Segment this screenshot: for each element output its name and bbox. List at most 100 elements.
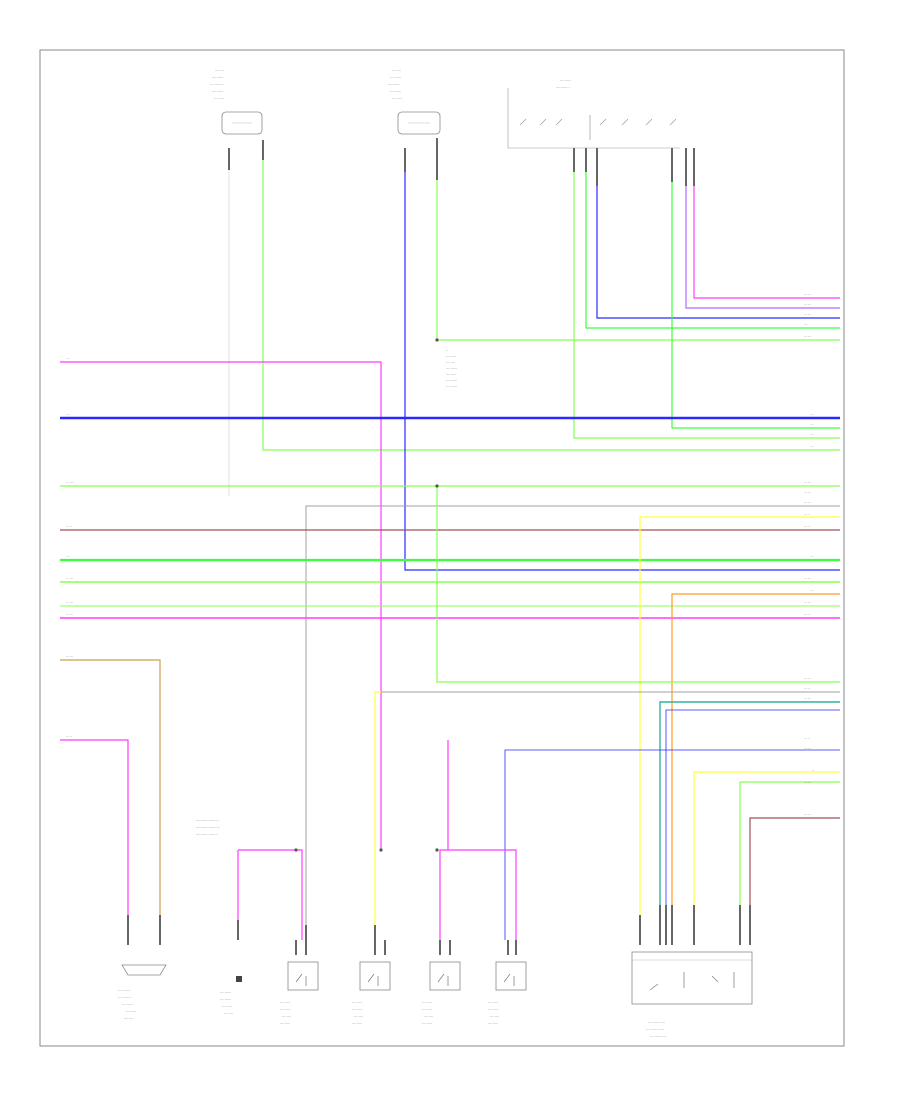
svg-text:··········: ·········· <box>560 79 571 83</box>
svg-text:·····: ····· <box>804 686 810 691</box>
svg-text:······: ······ <box>804 746 811 751</box>
relay-4: ········· ········· ········ ········· <box>488 961 527 1026</box>
svg-text:············: ············ <box>556 86 570 90</box>
svg-text:··········: ·········· <box>212 90 223 94</box>
svg-text:·····: ····· <box>804 736 810 741</box>
splice-points <box>294 338 439 852</box>
svg-text:··········: ·········· <box>122 1003 133 1007</box>
svg-text:········: ········ <box>282 1015 291 1019</box>
svg-text:···········: ··········· <box>118 989 131 993</box>
svg-text:···················: ··················· <box>196 833 218 837</box>
svg-text:·····: ····· <box>804 512 810 517</box>
svg-text:·········: ········· <box>280 1008 290 1012</box>
svg-text:······: ······ <box>804 780 811 785</box>
relay-1: ········· ········· ········ ········· <box>280 961 319 1026</box>
svg-text:·········: ········· <box>392 97 402 101</box>
svg-text:······: ······ <box>804 812 811 817</box>
svg-text:·········: ········· <box>352 1022 362 1026</box>
svg-text:·····: ····· <box>66 734 72 739</box>
svg-text:·········: ········· <box>352 1008 362 1012</box>
vertical-wires-top <box>228 160 840 571</box>
svg-text:······: ······ <box>66 600 73 605</box>
svg-text:················: ················ <box>646 1028 664 1032</box>
bottom-connectors <box>127 905 751 955</box>
svg-text:···············: ··············· <box>648 1021 665 1025</box>
left-wire-labels: ··· ··· ······· ····· ··· ······ ······ … <box>66 356 74 739</box>
svg-text:·········: ········· <box>488 1008 498 1012</box>
svg-text:·········: ········· <box>446 373 456 377</box>
svg-text:···: ··· <box>66 356 70 361</box>
svg-text:······: ······ <box>66 576 73 581</box>
svg-text:·········: ········· <box>222 1005 232 1009</box>
svg-text:········: ········ <box>224 1012 233 1016</box>
svg-text:··: ·· <box>446 349 448 353</box>
svg-text:···: ··· <box>810 554 814 559</box>
svg-text:··········: ·········· <box>390 90 401 94</box>
relay-note: ···················· ···················… <box>196 819 220 837</box>
svg-text:······: ······ <box>804 600 811 605</box>
svg-text:···: ··· <box>810 588 814 593</box>
svg-text:··········: ·········· <box>212 76 223 80</box>
svg-text:···········: ··········· <box>388 83 401 87</box>
svg-text:·········: ········· <box>446 355 456 359</box>
svg-text:········: ········ <box>354 1015 363 1019</box>
svg-text:·······: ······· <box>66 480 74 485</box>
svg-text:·········: ········· <box>488 1022 498 1026</box>
svg-text:············: ············ <box>210 83 224 87</box>
svg-text:······: ······ <box>66 654 73 659</box>
svg-text:······: ······ <box>804 302 811 307</box>
svg-text:········: ········ <box>490 1015 499 1019</box>
relay-3: ········· ········· ········ ········· <box>422 961 461 1026</box>
svg-text:······: ······ <box>804 490 811 495</box>
svg-text:·········: ········· <box>422 1001 432 1005</box>
svg-text:·····: ····· <box>804 524 810 529</box>
svg-text:··········: ·········· <box>220 991 231 995</box>
bottom-sensor: ··········· ············ ·········· ····… <box>118 964 167 1021</box>
svg-text:·········: ········· <box>280 1022 290 1026</box>
svg-text:···: ··· <box>804 322 808 327</box>
svg-text:···: ··· <box>810 412 814 417</box>
relay-2: ········· ········· ········ ········· <box>352 961 391 1026</box>
svg-text:········: ········ <box>215 69 224 73</box>
svg-text:······: ······ <box>804 480 811 485</box>
svg-text:·········: ········· <box>422 1008 432 1012</box>
svg-text:········: ········ <box>424 1015 433 1019</box>
top-sensor-1: ········ ·········· ············ ·······… <box>210 69 263 135</box>
svg-text:····················: ···················· <box>196 819 219 823</box>
svg-text:·····: ····· <box>66 524 72 529</box>
svg-text:·········: ········· <box>488 1001 498 1005</box>
svg-text:··········: ·········· <box>446 367 457 371</box>
svg-text:·········: ········· <box>126 1010 136 1014</box>
note-block: ·· ········· ········ ·········· ·······… <box>446 349 457 389</box>
svg-text:······: ······ <box>804 676 811 681</box>
svg-text:··············: ·············· <box>650 1035 666 1039</box>
svg-text:·········: ········· <box>280 1001 290 1005</box>
svg-text:···: ··· <box>810 422 814 427</box>
svg-text:······: ······ <box>804 312 811 317</box>
svg-text:·····················: ····················· <box>196 826 220 830</box>
svg-text:··········: ·········· <box>390 76 401 80</box>
horizontal-bus-wires <box>60 361 840 940</box>
bottom-ground: ·········· ·········· ········· ········ <box>220 976 242 1016</box>
right-wire-labels: ······ ······ ······ ··· ······ ··· ··· … <box>804 292 814 817</box>
svg-text:········: ········ <box>446 361 455 365</box>
svg-text:··········: ·········· <box>220 998 231 1002</box>
control-module: ··············· ················ ·······… <box>631 951 753 1039</box>
svg-text:······: ······ <box>804 334 811 339</box>
svg-text:············: ············ <box>118 996 132 1000</box>
diagram-frame <box>39 49 845 1047</box>
svg-text:······: ······ <box>66 612 73 617</box>
svg-text:······: ······ <box>804 696 811 701</box>
svg-text:···: ··· <box>66 554 70 559</box>
svg-text:······: ······ <box>804 292 811 297</box>
svg-text:···: ··· <box>810 444 814 449</box>
top-sensor-2: ········ ·········· ··········· ········… <box>388 69 441 135</box>
svg-text:···: ··· <box>66 412 70 417</box>
svg-text:······: ······ <box>804 576 811 581</box>
svg-text:·········: ········· <box>422 1022 432 1026</box>
svg-text:·········: ········· <box>352 1001 362 1005</box>
svg-text:·····: ····· <box>804 612 810 617</box>
svg-text:······: ······ <box>804 500 811 505</box>
svg-text:········: ········ <box>392 69 401 73</box>
